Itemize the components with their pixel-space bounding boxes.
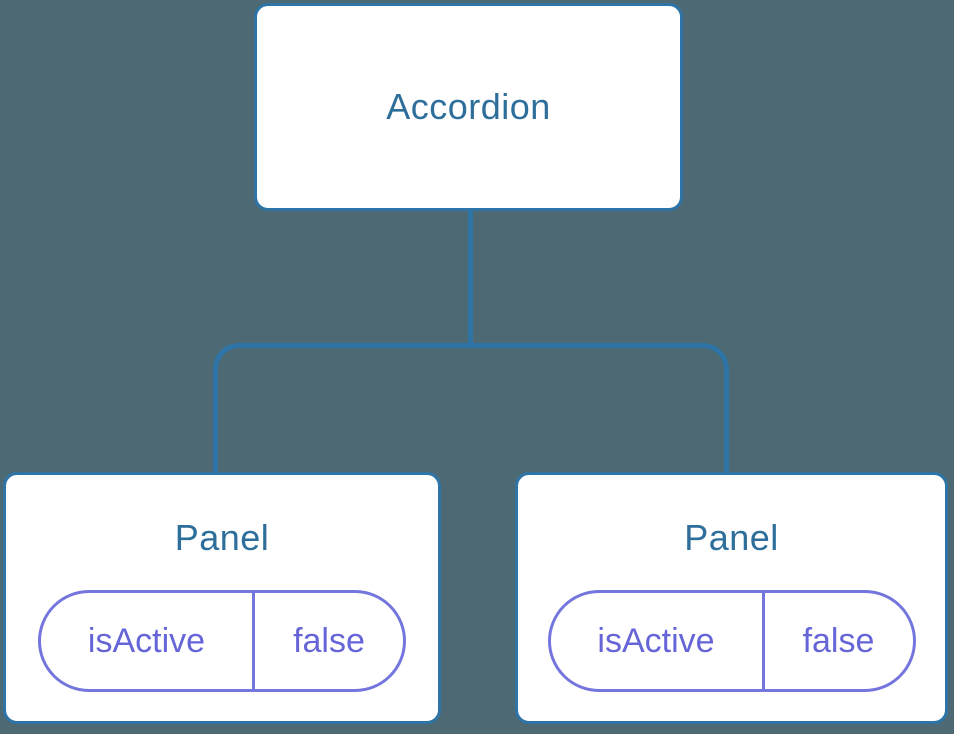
- state-pill: isActive false: [547, 590, 916, 693]
- panel-node-left: Panel isActive false: [3, 472, 441, 724]
- state-key: isActive: [41, 593, 255, 690]
- panel-node-label: Panel: [174, 517, 270, 558]
- panel-node-label: Panel: [684, 517, 779, 558]
- children-connector-bracket: [213, 343, 729, 472]
- state-value: false: [293, 621, 365, 660]
- state-key: isActive: [551, 593, 765, 690]
- accordion-node-label: Accordion: [386, 86, 551, 128]
- root-connector-line: [468, 208, 473, 348]
- accordion-node: Accordion: [254, 3, 683, 211]
- panel-node-right: Panel isActive false: [515, 472, 948, 724]
- state-value: false: [802, 621, 875, 660]
- state-pill: isActive false: [38, 590, 406, 693]
